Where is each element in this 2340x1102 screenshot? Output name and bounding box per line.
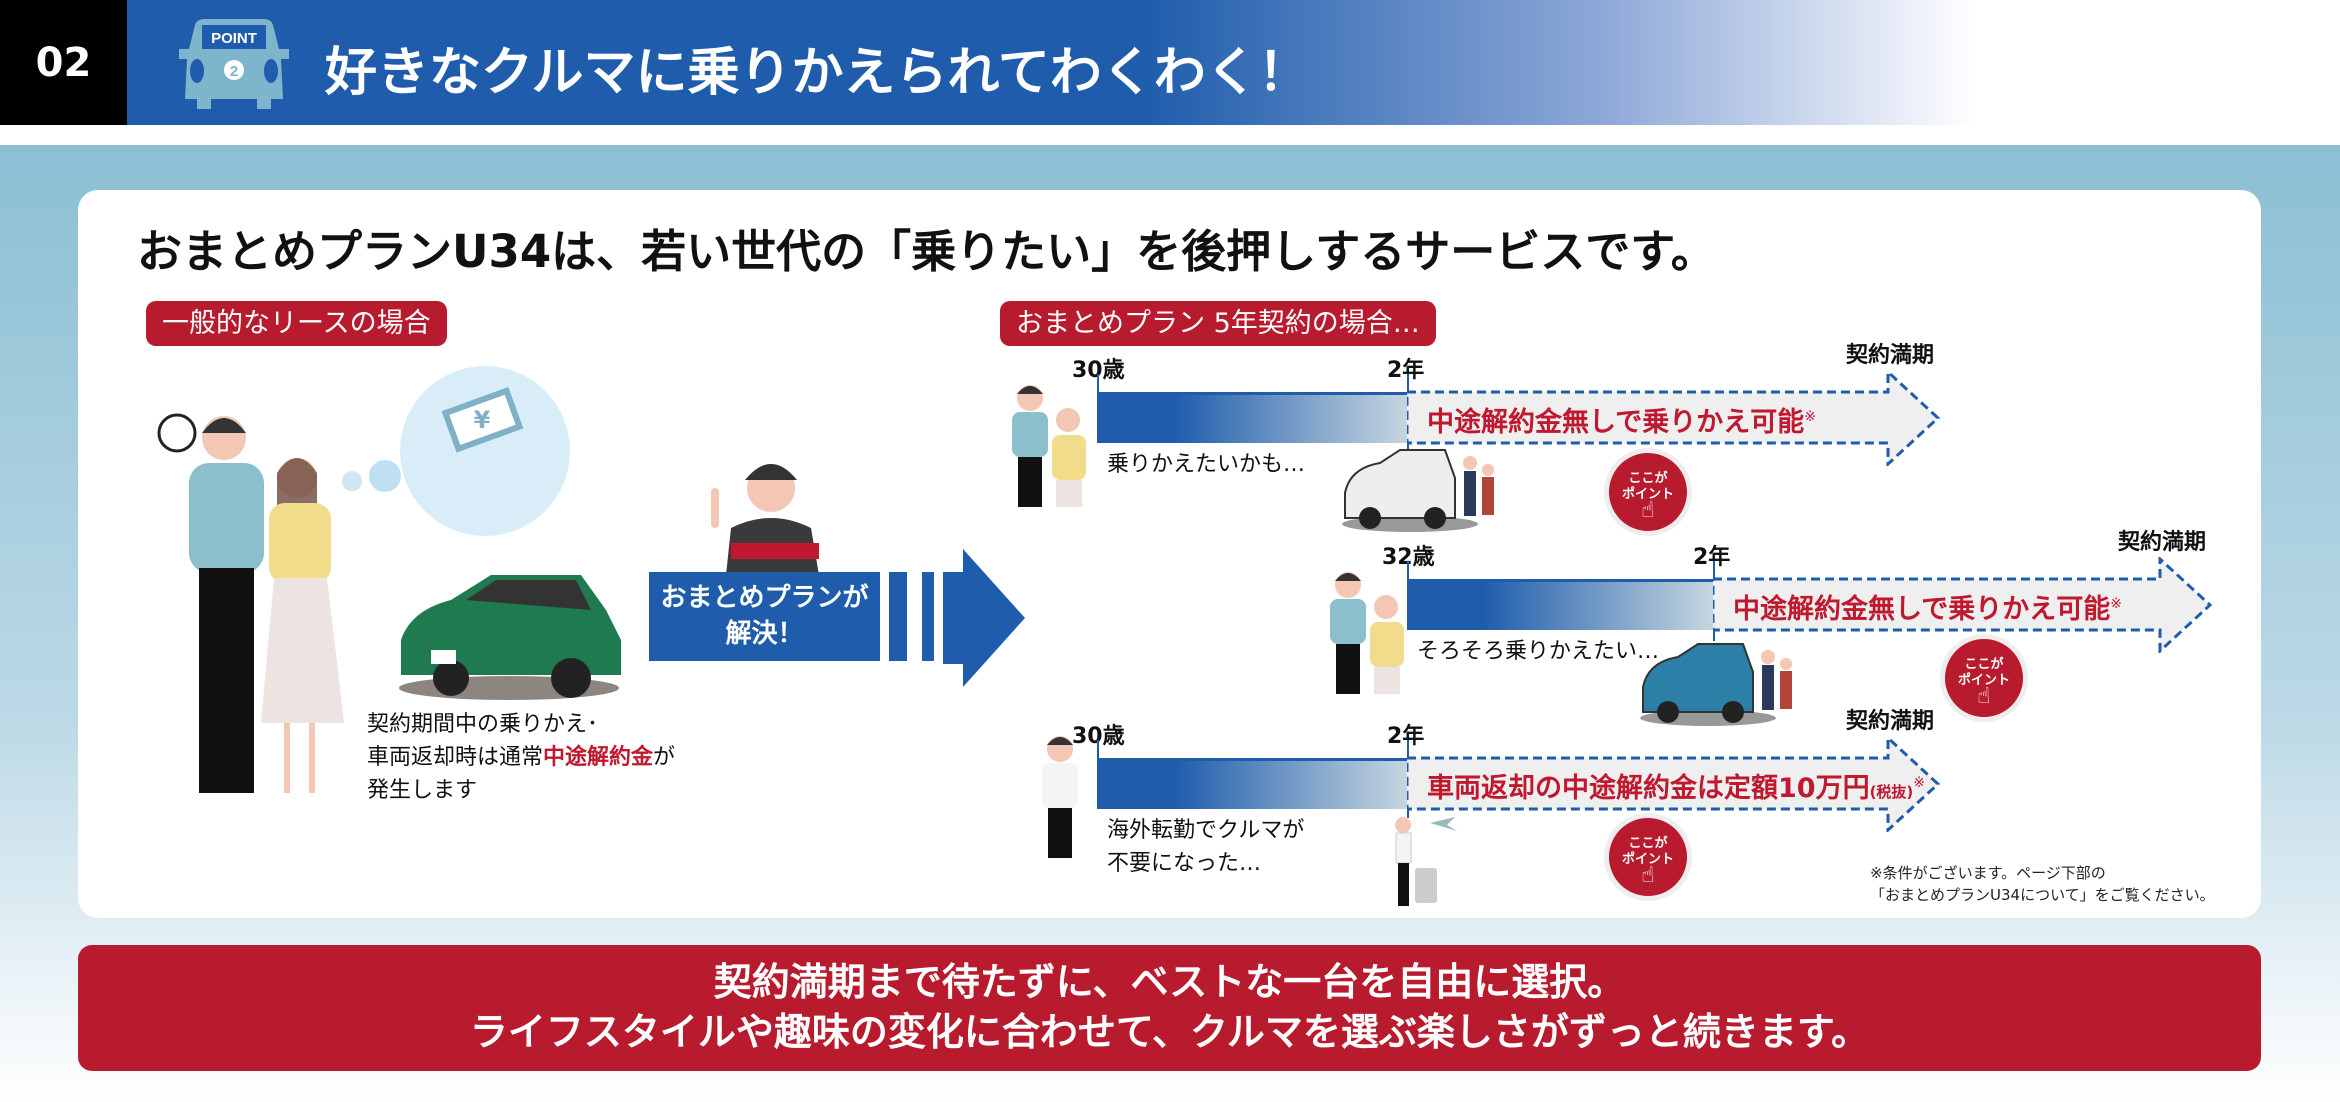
point-car-icon: POINT 2 xyxy=(179,19,289,109)
remaining-period-arrow xyxy=(1407,370,1941,466)
section-number: 02 xyxy=(0,0,127,125)
headline: おまとめプランU34は、若い世代の「乗りたい」を後押しするサービスです。 xyxy=(137,225,1716,278)
cancellation-fee-emphasis: 中途解約金 xyxy=(543,745,654,770)
point-badge: ここがポイント☝ xyxy=(1604,448,1692,536)
caption-line: 海外転勤でクルマが xyxy=(1107,818,1305,843)
solve-text: おまとめプランが xyxy=(660,583,869,613)
caption-text: が xyxy=(653,745,676,770)
customer-illustration xyxy=(1012,385,1086,507)
contract-end-label: 契約満期 xyxy=(1846,709,1935,734)
caption-line: 不要になった… xyxy=(1107,851,1262,876)
caption-line: 車両返却時は通常中途解約金が xyxy=(367,741,675,774)
svg-text:¥: ¥ xyxy=(474,406,491,434)
pointing-hand-icon: ☝ xyxy=(1977,684,1991,709)
customer-illustration xyxy=(1330,572,1404,694)
summary-banner: 契約満期まで待たずに、ベストな一台を自由に選択。 ライフスタイルや趣味の変化に合… xyxy=(78,945,2261,1071)
timeline-tick xyxy=(1407,561,1409,581)
pointing-hand-icon: ☝ xyxy=(1641,863,1655,888)
note-mark: ※ xyxy=(2110,596,2122,612)
contract-end-label: 契約満期 xyxy=(1846,343,1935,368)
traveler-illustration xyxy=(1395,817,1457,906)
point-badge: ここがポイント☝ xyxy=(1940,634,2028,722)
year-2-label: 2年 xyxy=(1693,545,1731,570)
remaining-period-arrow xyxy=(1713,557,2213,653)
point-badge-text: ここが xyxy=(1628,471,1668,486)
money-worry-bubble: ¥ xyxy=(342,366,570,536)
general-lease-label: 一般的なリースの場合 xyxy=(146,301,447,346)
car-family-illustration xyxy=(1342,449,1494,532)
svg-text:2: 2 xyxy=(230,63,238,80)
elapsed-period-bar xyxy=(1097,392,1407,443)
green-car-illustration xyxy=(399,575,621,700)
row-caption: そろそろ乗りかえたい… xyxy=(1417,635,1659,668)
benefit-message: 車両返却の中途解約金は定額10万円(税抜)※ xyxy=(1427,766,1925,805)
banner-line: 契約満期まで待たずに、ベストな一台を自由に選択。 xyxy=(713,960,1626,1004)
caption-line: 契約期間中の乗りかえ･ xyxy=(367,712,599,737)
row-caption: 海外転勤でクルマが不要になった… xyxy=(1107,814,1304,880)
tax-note: (税抜) xyxy=(1869,783,1914,801)
arrow-stripe xyxy=(889,572,907,661)
staff-illustration xyxy=(711,464,819,575)
benefit-text: 中途解約金無しで乗りかえ可能 xyxy=(1427,407,1805,438)
caption-line: 発生します xyxy=(367,778,478,803)
year-2-label: 2年 xyxy=(1387,724,1425,749)
elapsed-period-bar xyxy=(1097,758,1407,809)
general-caption: 契約期間中の乗りかえ･ 車両返却時は通常中途解約金が 発生します xyxy=(367,708,675,807)
benefit-text: 中途解約金無しで乗りかえ可能 xyxy=(1733,594,2111,625)
elapsed-period-bar xyxy=(1407,579,1713,630)
solve-box: おまとめプランが 解決！ xyxy=(649,572,880,661)
benefit-message: 中途解約金無しで乗りかえ可能※ xyxy=(1427,400,1816,439)
right-arrow-icon xyxy=(943,549,1025,687)
solve-text: 解決！ xyxy=(725,619,804,649)
worried-couple-illustration xyxy=(157,413,344,793)
car-family-illustration xyxy=(1640,643,1792,726)
point-badge-text: ここが xyxy=(1628,836,1668,851)
year-2-label: 2年 xyxy=(1387,358,1425,383)
customer-illustration xyxy=(1042,736,1078,858)
benefit-text: 車両返却の中途解約金は定額10万円 xyxy=(1427,773,1870,804)
point-badge-text: ポイント xyxy=(1621,487,1674,502)
footnote-line: ※条件がございます。ページ下部の xyxy=(1870,864,2106,882)
header-band xyxy=(127,0,1977,125)
plan-label: おまとめプラン 5年契約の場合… xyxy=(1000,301,1436,346)
note-mark: ※ xyxy=(1913,775,1926,791)
benefit-message: 中途解約金無しで乗りかえ可能※ xyxy=(1733,587,2122,626)
point-badge-text: ポイント xyxy=(1621,852,1674,867)
point-badge-text: ここが xyxy=(1964,657,2004,672)
page-title: 好きなクルマに乗りかえられてわくわく！ xyxy=(325,43,1310,103)
remaining-period-arrow xyxy=(1407,736,1941,832)
caption-line: 乗りかえたいかも… xyxy=(1107,452,1306,477)
svg-text:POINT: POINT xyxy=(211,30,257,47)
point-badge-text: ポイント xyxy=(1957,673,2010,688)
contract-end-label: 契約満期 xyxy=(2118,530,2207,555)
banner-line: ライフスタイルや趣味の変化に合わせて、クルマを選ぶ楽しさがずっと続きます。 xyxy=(469,1010,1870,1054)
arrow-stripe xyxy=(922,572,934,661)
note-mark: ※ xyxy=(1804,409,1816,425)
footnote: ※条件がございます。ページ下部の 「おまとめプランU34について」をご覧ください… xyxy=(1870,862,2215,906)
footnote-line: 「おまとめプランU34について」をご覧ください。 xyxy=(1870,886,2215,904)
row-caption: 乗りかえたいかも… xyxy=(1107,448,1305,481)
timeline-tick xyxy=(1097,740,1099,760)
caption-text: 車両返却時は通常 xyxy=(367,745,544,770)
caption-line: そろそろ乗りかえたい… xyxy=(1417,639,1660,664)
point-badge: ここがポイント☝ xyxy=(1604,813,1692,901)
timeline-tick xyxy=(1097,374,1099,394)
pointing-hand-icon: ☝ xyxy=(1641,498,1655,523)
